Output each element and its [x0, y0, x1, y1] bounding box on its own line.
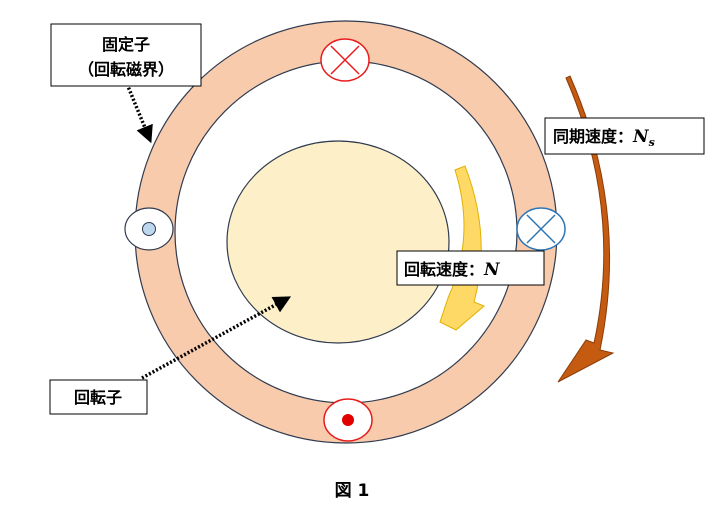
sync-rotation-arrow — [557, 75, 615, 383]
sync-speed-subscript: s — [649, 136, 655, 149]
conductor-left-dot-icon — [124, 207, 174, 251]
stator-label-line1: 固定子 — [102, 35, 150, 54]
rotor-body — [226, 140, 450, 344]
conductor-top-cross-icon — [320, 38, 370, 82]
rotor-speed-label-box: 回転速度：N — [396, 250, 545, 286]
rotor-speed-text: 回転速度： — [404, 260, 484, 279]
sync-speed-label-box: 同期速度：Ns — [544, 117, 705, 155]
sync-speed-label: 同期速度：Ns — [553, 127, 655, 149]
stator-pointer-arrow — [125, 83, 153, 144]
rotor-label: 回転子 — [74, 388, 122, 407]
stator-label-line2: （回転磁界） — [78, 60, 174, 79]
conductor-right-cross-icon — [516, 207, 566, 251]
figure-caption: 図 1 — [335, 481, 370, 501]
sync-speed-symbol: N — [632, 127, 650, 147]
sync-speed-text: 同期速度： — [553, 127, 633, 146]
stator-label-box: 固定子 （回転磁界） — [50, 23, 202, 87]
rotor-speed-label: 回転速度：N — [404, 260, 501, 280]
rotor-rotation-arrow — [439, 165, 485, 331]
conductor-bottom-dot-icon — [323, 398, 373, 442]
rotor-speed-symbol: N — [483, 260, 501, 280]
rotor-label-box: 回転子 — [49, 379, 148, 415]
